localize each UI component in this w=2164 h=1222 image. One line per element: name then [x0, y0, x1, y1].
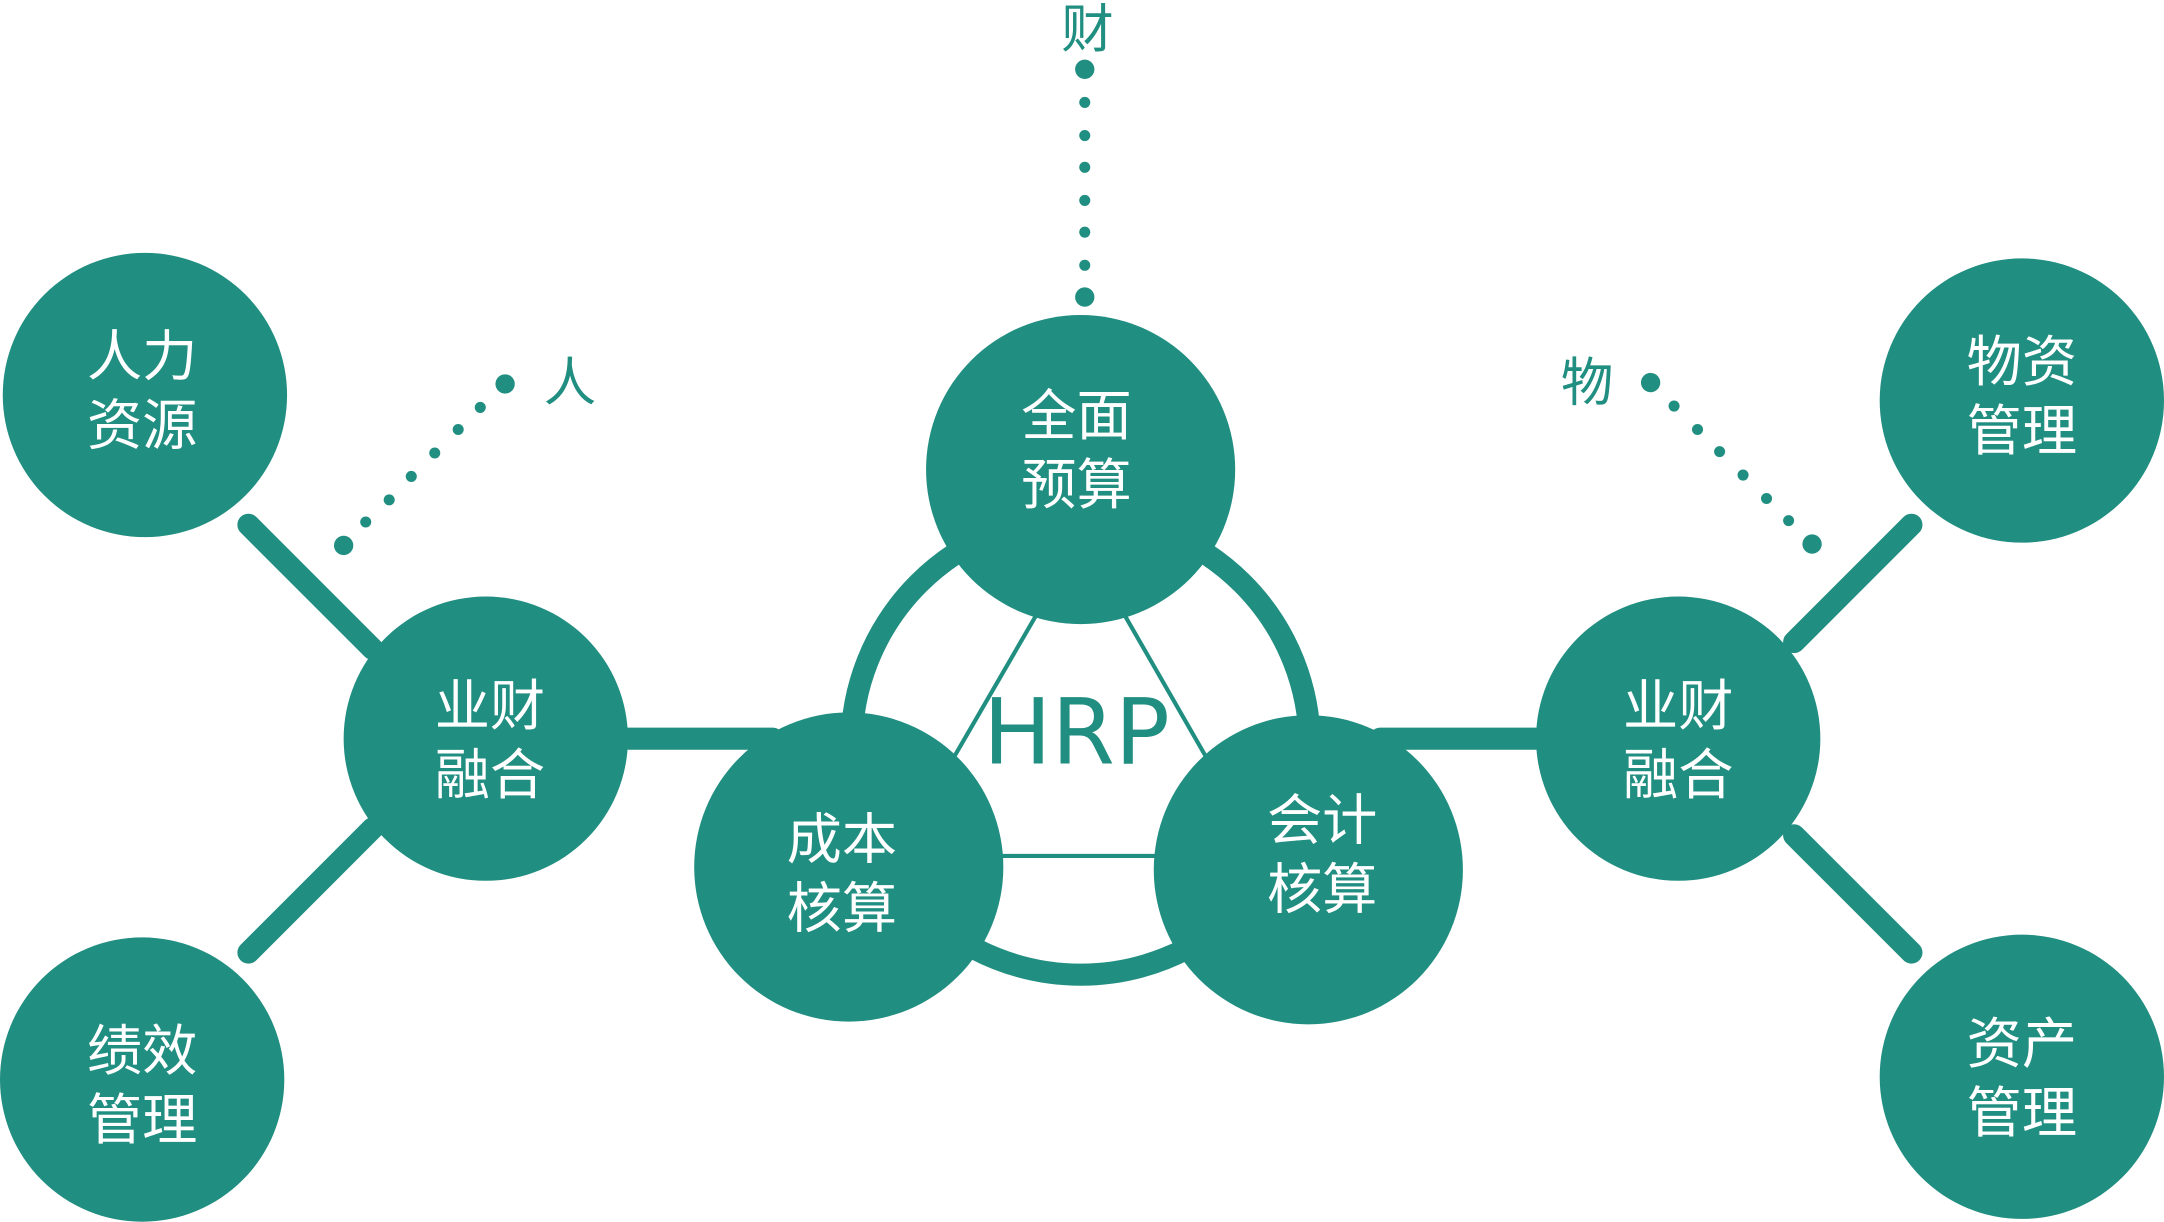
node-left-hub[interactable]: 业财 融合	[343, 596, 628, 881]
node-label: 融合	[1623, 744, 1733, 808]
node-label: 绩效	[87, 1020, 197, 1084]
node-label: 业财	[435, 675, 545, 739]
node-label: 管理	[87, 1089, 197, 1153]
node-label: 核算	[1267, 858, 1377, 922]
node-right-hub[interactable]: 业财 融合	[1536, 596, 1821, 881]
node-cost[interactable]: 成本 核算	[694, 712, 1004, 1022]
node-label: 融合	[435, 744, 545, 808]
center-label: HRP	[983, 680, 1170, 786]
dots-people	[333, 374, 515, 556]
node-hr[interactable]: 人力 资源	[2, 252, 288, 538]
node-materials[interactable]: 物资 管理	[1879, 258, 2164, 543]
node-label: 核算	[787, 878, 897, 942]
node-budget[interactable]: 全面 预算	[926, 314, 1236, 625]
node-label: 预算	[1021, 454, 1131, 518]
node-label: 全面	[1021, 385, 1131, 449]
node-label: 资源	[87, 395, 197, 459]
node-performance[interactable]: 绩效 管理	[0, 937, 285, 1222]
node-accounting[interactable]: 会计 核算	[1153, 715, 1463, 1025]
dimension-finance: 财	[1061, 0, 1113, 60]
connectors	[237, 513, 1923, 964]
node-label: 管理	[1967, 400, 2077, 464]
dimension-materials: 物	[1561, 353, 1613, 414]
node-label: 人力	[87, 326, 197, 390]
node-assets[interactable]: 资产 管理	[1879, 934, 2164, 1219]
dots-materials	[1640, 372, 1822, 554]
node-label: 会计	[1267, 789, 1377, 853]
node-label: 物资	[1967, 331, 2077, 395]
node-label: 管理	[1967, 1082, 2077, 1146]
node-label: 资产	[1967, 1013, 2077, 1077]
node-label: 业财	[1623, 675, 1733, 739]
node-label: 成本	[787, 809, 897, 873]
dimension-people: 人	[544, 353, 596, 414]
dots-finance	[1075, 59, 1095, 307]
